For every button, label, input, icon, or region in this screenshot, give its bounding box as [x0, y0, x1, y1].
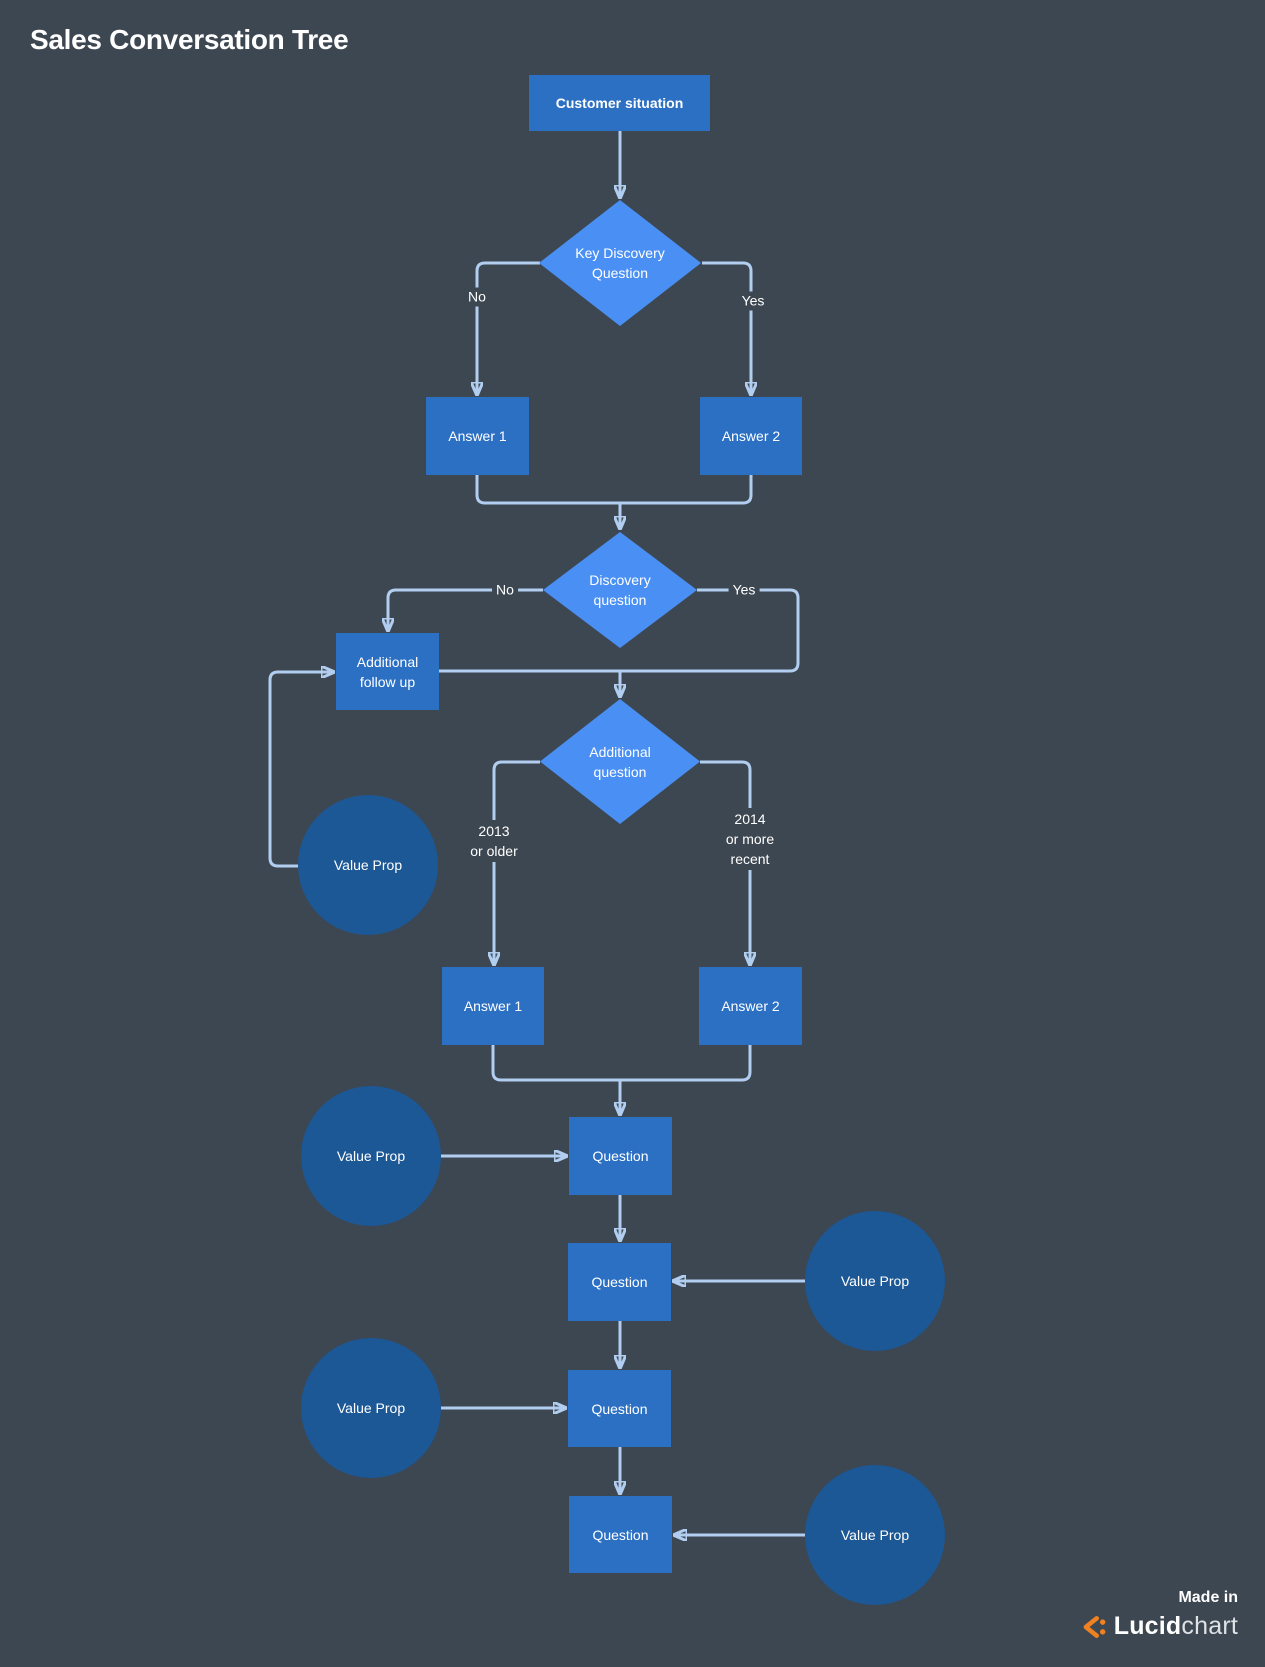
node-label: Value Prop: [840, 1273, 910, 1289]
node-label: Question: [592, 1526, 649, 1543]
node-label: Value Prop: [333, 857, 403, 873]
connector-additional-2013: [494, 760, 540, 965]
brand-lucid: Lucid: [1113, 1612, 1182, 1640]
node-additional-follow-up: Additional follow up: [336, 633, 439, 710]
node-label: Answer 2: [721, 428, 781, 444]
node-label: Answer 2: [721, 998, 780, 1014]
node-question-2: Question: [568, 1243, 671, 1321]
node-value-prop-5: Value Prop: [805, 1465, 945, 1605]
edge-label-2013-or-older: 2013 or older: [466, 820, 522, 862]
page-title: Sales Conversation Tree: [30, 24, 349, 55]
brand-chart: chart: [1181, 1612, 1238, 1640]
node-answer2-top: Answer 2: [700, 397, 802, 475]
connector-key-discovery-yes: [702, 261, 751, 395]
connector-answer2-mid-merge: [620, 1045, 752, 1082]
node-question-1: Question: [569, 1117, 672, 1195]
lucidchart-logo-icon: [1083, 1615, 1106, 1638]
connector-key-discovery-no: [477, 261, 540, 395]
connector-additional-2014: [700, 760, 750, 965]
node-answer1-top: Answer 1: [426, 397, 529, 475]
edge-label-discovery-yes: Yes: [728, 580, 760, 600]
node-label: Discovery question: [589, 572, 651, 608]
node-value-prop-2: Value Prop: [301, 1086, 441, 1226]
node-customer-situation: Customer situation: [529, 75, 710, 131]
connector-answer1-top-merge: [475, 475, 620, 505]
node-answer2-mid: Answer 2: [699, 967, 802, 1045]
node-label: Answer 1: [448, 428, 507, 444]
connector-valueprop1-to-followup: [268, 672, 334, 868]
node-label: Value Prop: [336, 1148, 406, 1164]
node-label: Value Prop: [840, 1527, 910, 1543]
node-answer1-mid: Answer 1: [442, 967, 544, 1045]
connector-answer1-mid-merge: [491, 1045, 620, 1082]
node-label: Additional question: [589, 743, 651, 780]
connector-discovery-yes-loop: [620, 588, 800, 673]
edge-label-key-discovery-no: No: [464, 287, 490, 307]
edge-label-key-discovery-yes: Yes: [737, 291, 769, 311]
node-value-prop-1: Value Prop: [298, 795, 438, 935]
node-question-4: Question: [569, 1496, 672, 1573]
connector-discovery-no: [388, 588, 543, 631]
node-question-3: Question: [568, 1370, 671, 1447]
connector-answer2-top-merge: [620, 475, 753, 505]
node-value-prop-4: Value Prop: [301, 1338, 441, 1478]
edge-label-discovery-no: No: [492, 580, 518, 600]
node-label: Question: [591, 1400, 648, 1417]
lucidchart-logo[interactable]: Lucidchart: [1081, 1612, 1238, 1641]
node-label: Question: [592, 1148, 649, 1164]
node-value-prop-3: Value Prop: [805, 1211, 945, 1351]
edge-label-2014-or-more-recent: 2014 or more recent: [721, 808, 779, 870]
node-label: Answer 1: [463, 998, 523, 1014]
made-in-label: Made in: [1178, 1589, 1238, 1606]
node-label: Additional follow up: [356, 653, 419, 690]
node-label: Key Discovery Question: [575, 245, 665, 281]
node-label: Value Prop: [336, 1400, 406, 1416]
node-label: Question: [591, 1274, 648, 1290]
node-label: Customer situation: [555, 95, 684, 111]
